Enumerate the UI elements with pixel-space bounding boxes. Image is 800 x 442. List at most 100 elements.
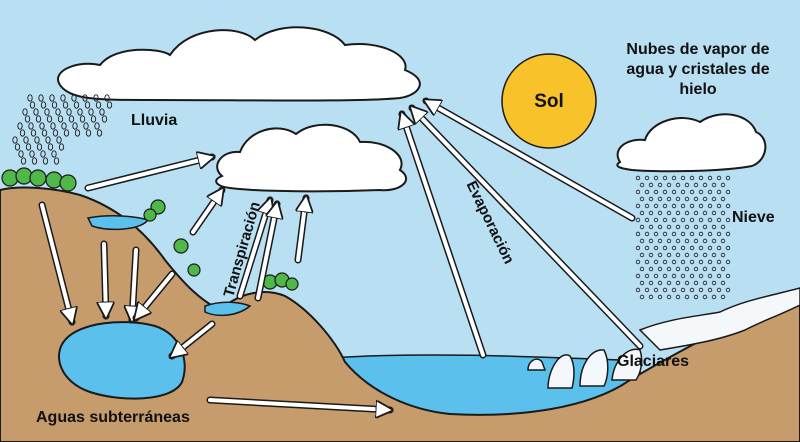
snow-particle — [653, 217, 659, 223]
snow-particle — [662, 203, 668, 209]
snow-particle — [711, 224, 717, 230]
rain-drop — [101, 115, 108, 123]
snow-particle — [698, 217, 704, 223]
rain-drop — [47, 143, 54, 151]
snow-particle — [707, 287, 713, 293]
snow-particle — [648, 252, 654, 258]
snow-particle — [657, 210, 663, 216]
snow-particle — [653, 203, 659, 209]
rain-drop — [38, 94, 44, 102]
rain-drop — [40, 101, 47, 109]
snow-particle — [716, 175, 722, 181]
rain-drop — [83, 122, 89, 130]
snow-particle — [644, 189, 650, 195]
snow-particle — [675, 252, 681, 258]
rain-drop — [99, 108, 105, 116]
rain-drop — [84, 101, 91, 109]
snow-particle — [716, 231, 722, 237]
snow-particle — [698, 203, 704, 209]
snow-particle — [707, 245, 713, 251]
snow-particle — [662, 189, 668, 195]
snow-particle — [716, 287, 722, 293]
rain-drops — [12, 94, 113, 165]
rain-drop — [19, 129, 26, 137]
snow-particle — [675, 280, 681, 286]
rain-drop — [77, 108, 83, 116]
snow-particle — [671, 231, 677, 237]
snow-particle — [635, 203, 641, 209]
snow-particle — [666, 280, 672, 286]
snow-particle — [680, 273, 686, 279]
rain-drop — [49, 94, 55, 102]
snow-particle — [639, 182, 645, 188]
snow-particle — [689, 273, 695, 279]
snow-particle — [707, 175, 713, 181]
snow-particle — [716, 245, 722, 251]
snow-particle — [698, 231, 704, 237]
arrow-to-cloud — [84, 157, 212, 192]
snow-particle — [653, 287, 659, 293]
snow-particle — [702, 196, 708, 202]
rain-drop — [46, 115, 53, 123]
sun-label: Sol — [534, 91, 564, 112]
snow-particle — [711, 196, 717, 202]
snow-particle — [644, 231, 650, 237]
snow-particle — [680, 217, 686, 223]
arrow-evaporation-1 — [402, 114, 487, 359]
snow-particle — [671, 287, 677, 293]
snow-particle — [684, 196, 690, 202]
snow-particle — [693, 224, 699, 230]
snow-particle — [711, 294, 717, 300]
rain-drop — [18, 150, 24, 158]
arrows — [38, 97, 644, 410]
rain-drop — [79, 115, 86, 123]
snow-particle — [644, 203, 650, 209]
snow-particle — [702, 224, 708, 230]
snow-particle — [711, 252, 717, 258]
snow-particle — [657, 280, 663, 286]
snow-particle — [662, 231, 668, 237]
rain-drop — [22, 108, 28, 116]
snow-particle — [680, 287, 686, 293]
snow-particle — [648, 238, 654, 244]
snow-particle — [698, 189, 704, 195]
snow-particle — [657, 252, 663, 258]
snow-particle — [725, 203, 731, 209]
clouds-label: Nubes de vapor de agua y cristales de hi… — [626, 41, 770, 98]
snow-particle — [635, 273, 641, 279]
snow-particle — [698, 273, 704, 279]
snow-particle — [702, 266, 708, 272]
snow-particle — [684, 252, 690, 258]
rain-drop — [94, 122, 100, 130]
rain-drop — [23, 136, 29, 144]
snow-particle — [725, 175, 731, 181]
snow-particle — [653, 273, 659, 279]
snow-particle — [666, 266, 672, 272]
snow-particle — [702, 280, 708, 286]
snow-particle — [684, 294, 690, 300]
rain-drop — [95, 101, 102, 109]
snow-particle — [675, 294, 681, 300]
rain-drop — [96, 129, 103, 137]
snow-particle — [693, 294, 699, 300]
snow-particle — [680, 189, 686, 195]
groundwater-label: Aguas subterráneas — [36, 409, 190, 426]
snow-particle — [675, 238, 681, 244]
rain-drop — [73, 101, 80, 109]
snow-particle — [639, 266, 645, 272]
snow-particle — [702, 252, 708, 258]
snow-particle — [671, 245, 677, 251]
rain-drop — [12, 136, 18, 144]
snow-particle — [680, 245, 686, 251]
rain-drop — [55, 108, 61, 116]
snow-cloud — [616, 113, 767, 173]
rain-drop — [51, 150, 57, 158]
glacier-shelf — [638, 287, 800, 351]
snow-particle — [707, 203, 713, 209]
snow-particle — [644, 273, 650, 279]
snow-particle — [680, 231, 686, 237]
snow-particle — [671, 273, 677, 279]
glaciers-label: Glaciares — [617, 353, 690, 370]
snow-particle — [693, 252, 699, 258]
rain-cloud — [57, 26, 421, 102]
